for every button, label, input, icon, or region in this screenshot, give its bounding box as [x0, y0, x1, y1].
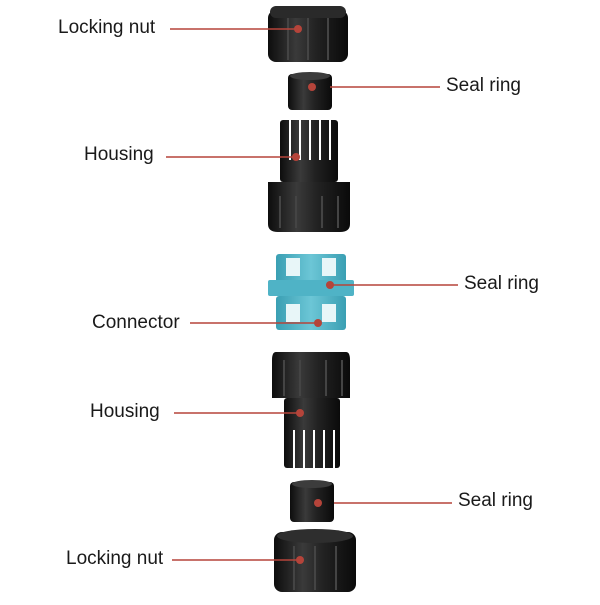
leader-dot-seal-ring-2 [326, 281, 334, 289]
seal-ring-icon [288, 72, 332, 110]
label-connector: Connector [92, 312, 180, 333]
label-housing-bottom: Housing [90, 401, 160, 422]
leader-lines [166, 25, 458, 564]
leader-dot-seal-ring-3 [314, 499, 322, 507]
housing-icon [272, 352, 350, 468]
leader-dot-locking-nut-bottom [296, 556, 304, 564]
leader-dot-housing-top [292, 153, 300, 161]
terminal-connector-icon [268, 254, 354, 330]
housing-icon [268, 120, 350, 232]
label-seal-ring-3: Seal ring [458, 490, 533, 511]
leader-dot-connector [314, 319, 322, 327]
leader-dot-locking-nut-top [294, 25, 302, 33]
leader-dot-seal-ring-1 [308, 83, 316, 91]
label-seal-ring-2: Seal ring [464, 273, 539, 294]
label-locking-nut-top: Locking nut [58, 17, 156, 38]
label-seal-ring-1: Seal ring [446, 75, 521, 96]
locking-nut-icon [268, 6, 348, 62]
label-housing-top: Housing [84, 144, 154, 165]
locking-nut-icon [274, 529, 356, 592]
label-locking-nut-bottom: Locking nut [66, 548, 164, 569]
seal-ring-icon [290, 480, 334, 522]
leader-dot-housing-bottom [296, 409, 304, 417]
